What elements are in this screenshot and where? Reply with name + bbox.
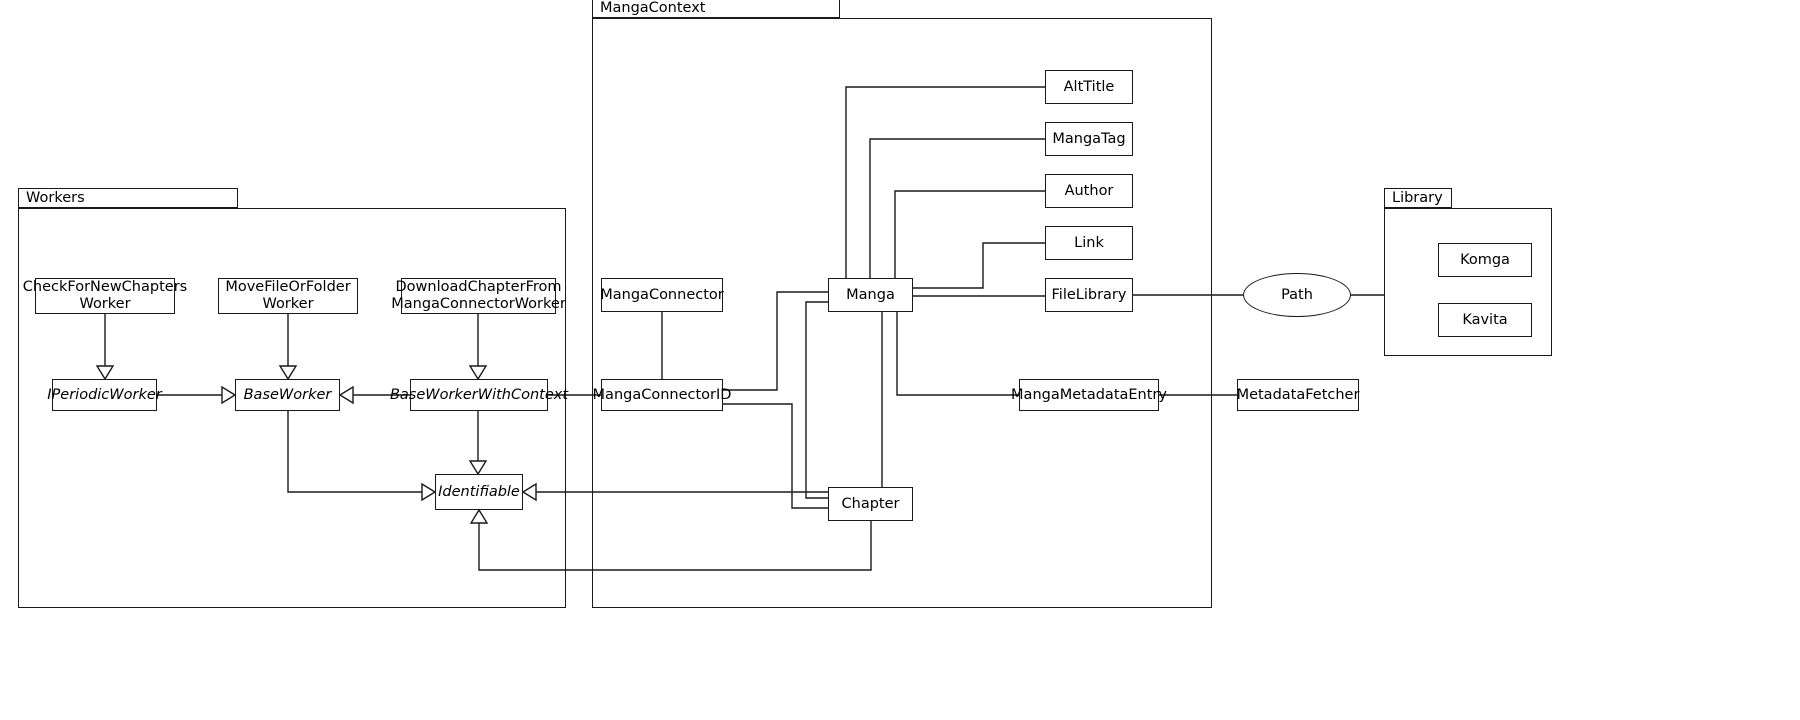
class-label-mangatag: MangaTag — [1052, 130, 1126, 147]
package-mangacontext — [592, 18, 1212, 608]
class-node-identifiable[interactable]: Identifiable — [435, 474, 523, 510]
class-label-komga: Komga — [1460, 251, 1510, 268]
class-label-baseworker: BaseWorker — [243, 386, 332, 403]
class-node-baseworker[interactable]: BaseWorker — [235, 379, 340, 411]
class-label-manga: Manga — [846, 286, 895, 303]
edge-chapter-to-identifiable — [478, 521, 872, 571]
edge-manga-to-alttitle — [845, 86, 1045, 278]
class-node-manga[interactable]: Manga — [828, 278, 913, 312]
arrowhead-iperiodic-top — [95, 365, 115, 381]
edge-baseworker-to-identifiable — [287, 411, 424, 493]
edge-mangaconnectorid-to-chapter — [723, 403, 828, 509]
class-node-iperiodicworker[interactable]: IPeriodicWorker — [47, 379, 162, 411]
class-label-checkfornewchapters: CheckForNewChapters Worker — [22, 279, 188, 312]
class-node-mangatag[interactable]: MangaTag — [1045, 122, 1133, 156]
class-node-downloadchapter[interactable]: DownloadChapterFrom MangaConnectorWorker — [391, 278, 566, 314]
class-label-metadatafetcher: MetadataFetcher — [1236, 386, 1360, 403]
class-node-link[interactable]: Link — [1045, 226, 1133, 260]
arrowhead-baseworker-left — [221, 385, 237, 405]
class-label-downloadchapter: DownloadChapterFrom MangaConnectorWorker — [391, 279, 566, 312]
edge-manga-to-mangatag — [869, 138, 1045, 278]
class-node-filelibrary[interactable]: FileLibrary — [1045, 278, 1133, 312]
package-label-mangacontext: MangaContext — [600, 0, 706, 16]
arrowhead-identifiable-top — [468, 460, 488, 476]
class-node-metadatafetcher[interactable]: MetadataFetcher — [1237, 379, 1359, 411]
edge-manga-to-link — [913, 242, 1045, 289]
package-tab-workers: Workers — [18, 188, 238, 208]
class-label-mangaconnectorid: MangaConnectorID — [592, 386, 732, 403]
class-node-mangaconnectorid[interactable]: MangaConnectorID — [593, 379, 731, 411]
arrowhead-bwwc-top — [468, 365, 488, 381]
class-label-kavita: Kavita — [1462, 311, 1508, 328]
edge-manga-to-chapter — [805, 301, 828, 499]
ellipse-node-path[interactable]: Path — [1243, 273, 1351, 317]
edge-manga-to-mangametadataentry — [896, 312, 1019, 396]
class-node-chapter[interactable]: Chapter — [828, 487, 913, 521]
arrowhead-identifiable-left — [421, 482, 437, 502]
package-tab-mangacontext: MangaContext — [592, 0, 840, 18]
arrowhead-baseworker-top — [278, 365, 298, 381]
class-node-alttitle[interactable]: AltTitle — [1045, 70, 1133, 104]
class-label-mangametadataentry: MangaMetadataEntry — [1011, 386, 1167, 403]
arrowhead-baseworker-right — [338, 385, 354, 405]
class-label-author: Author — [1064, 182, 1114, 199]
package-label-workers: Workers — [26, 190, 85, 206]
class-node-kavita[interactable]: Kavita — [1438, 303, 1532, 337]
class-label-alttitle: AltTitle — [1063, 78, 1115, 95]
package-library — [1384, 208, 1552, 356]
class-node-mangametadataentry[interactable]: MangaMetadataEntry — [1011, 379, 1167, 411]
class-label-baseworkerwithctx: BaseWorkerWithContext — [389, 386, 569, 403]
class-node-author[interactable]: Author — [1045, 174, 1133, 208]
package-workers — [18, 208, 566, 608]
arrowhead-identifiable-bottom — [469, 508, 489, 524]
class-node-baseworkerwithctx[interactable]: BaseWorkerWithContext — [390, 379, 568, 411]
class-node-mangaconnector[interactable]: MangaConnector — [600, 278, 724, 312]
class-label-iperiodicworker: IPeriodicWorker — [47, 386, 162, 403]
class-label-chapter: Chapter — [841, 495, 900, 512]
edge-mangaconnectorid-to-manga — [723, 291, 828, 391]
package-label-library: Library — [1392, 190, 1443, 206]
class-node-komga[interactable]: Komga — [1438, 243, 1532, 277]
package-tab-library: Library — [1384, 188, 1452, 208]
ellipse-label-path: Path — [1281, 287, 1313, 303]
class-label-filelibrary: FileLibrary — [1051, 286, 1127, 303]
class-label-mangaconnector: MangaConnector — [600, 286, 724, 303]
class-node-movefileorfolder[interactable]: MoveFileOrFolder Worker — [218, 278, 358, 314]
class-label-link: Link — [1074, 234, 1104, 251]
class-node-checkfornewchapters[interactable]: CheckForNewChapters Worker — [23, 278, 187, 314]
edge-manga-to-author — [894, 190, 1045, 278]
arrowhead-identifiable-right — [521, 482, 537, 502]
class-label-identifiable: Identifiable — [438, 483, 520, 500]
class-label-movefileorfolder: MoveFileOrFolder Worker — [225, 279, 351, 312]
